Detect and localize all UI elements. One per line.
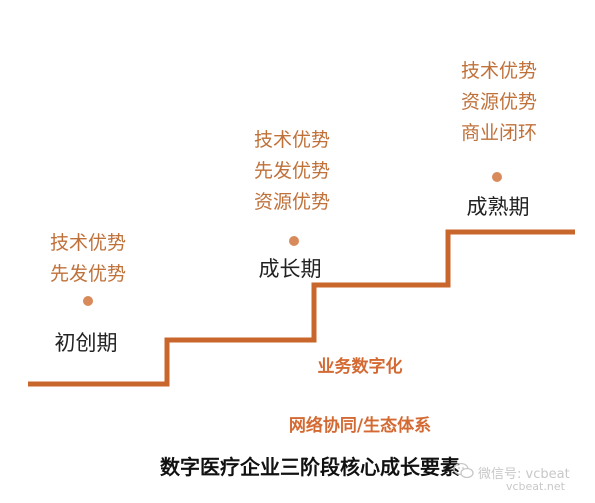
watermark-subtext: vcbeat.net	[506, 480, 565, 493]
stage3-label: 成熟期	[466, 195, 530, 219]
stage1-advantage: 技术优势	[49, 232, 126, 254]
stage3-advantage: 资源优势	[460, 91, 537, 113]
stage2-advantage: 资源优势	[253, 191, 330, 213]
watermark-text: 微信号: vcbeat	[478, 467, 570, 482]
stage2-label: 成长期	[258, 257, 322, 281]
factor-network-ecosystem: 网络协同/生态体系	[288, 416, 432, 436]
stage2-advantage: 技术优势	[253, 129, 330, 151]
stage2-dot	[289, 236, 299, 246]
stage3-dot	[492, 172, 502, 182]
factor-business-digitization: 业务数字化	[317, 357, 403, 377]
stage1-advantage-list: 技术优势 先发优势	[28, 228, 148, 290]
stage3-advantage: 技术优势	[460, 60, 537, 82]
diagram-title: 数字医疗企业三阶段核心成长要素	[160, 455, 460, 479]
stage2-advantage: 先发优势	[253, 160, 330, 182]
stage1-dot	[83, 296, 93, 306]
stage1-label: 初创期	[54, 331, 118, 355]
wechat-icon	[453, 462, 474, 479]
stage1-advantage: 先发优势	[49, 263, 126, 285]
stage3-advantage-list: 技术优势 资源优势 商业闭环	[439, 56, 559, 149]
stage3-advantage: 商业闭环	[460, 122, 537, 144]
stage2-advantage-list: 技术优势 先发优势 资源优势	[232, 125, 352, 218]
